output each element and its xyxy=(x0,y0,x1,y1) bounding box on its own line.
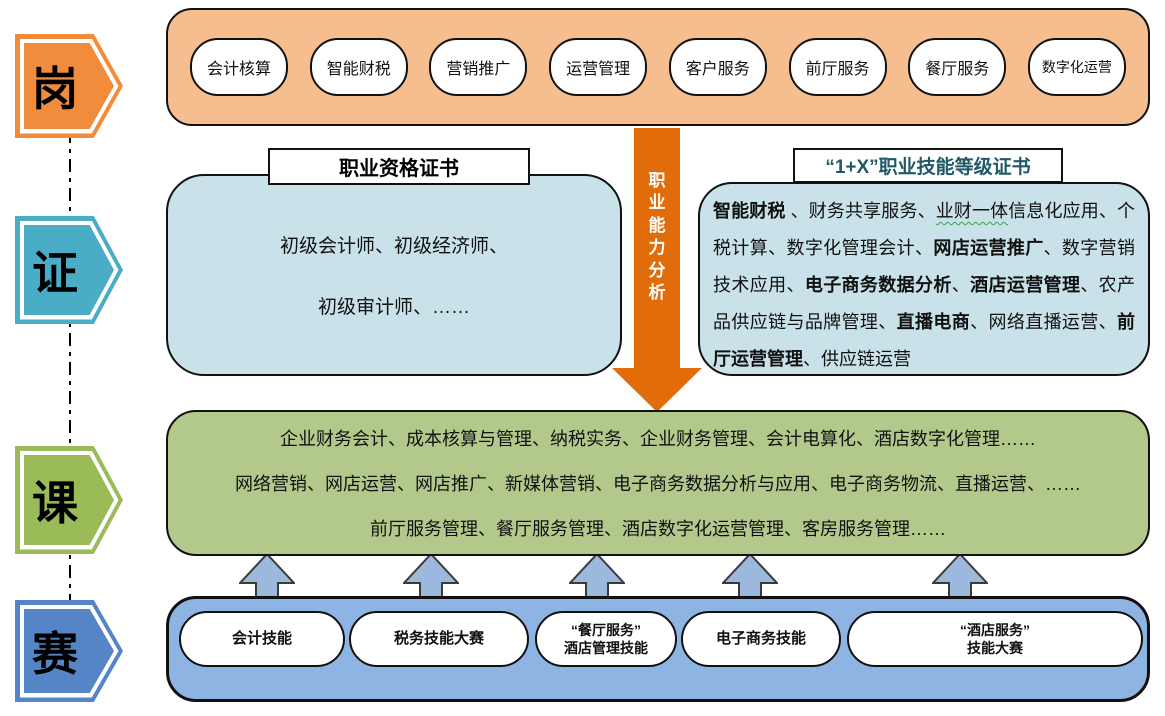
competitions-bar: 会计技能 税务技能大赛 “餐厅服务” 酒店管理技能 电子商务技能 “酒店服务” … xyxy=(166,596,1150,702)
cert-right-segment: 、供应链运营 xyxy=(803,349,911,369)
up-arrow-icon xyxy=(569,553,625,599)
competition-pill-label: “酒店服务” xyxy=(960,621,1030,638)
courses-line: 企业财务会计、成本核算与管理、纳税实务、企业财务管理、会计电算化、酒店数字化管理… xyxy=(280,429,1036,449)
competition-pill-label: 酒店管理技能 xyxy=(564,640,648,656)
job-pill: 会计核算 xyxy=(190,38,288,96)
cert-right-segment: 、 xyxy=(951,275,971,295)
competition-pill: 电子商务技能 xyxy=(681,611,841,667)
cert-right-segment: 信息化应用、个税计算、数字化管理会计、 xyxy=(713,201,1136,258)
cert-right-title: “1+X”职业技能等级证书 xyxy=(793,148,1063,183)
competition-pill-label: 会计技能 xyxy=(231,630,292,648)
competition-pill-label: “餐厅服务” xyxy=(571,621,641,638)
job-pill: 营销推广 xyxy=(429,38,528,96)
up-arrow-icon xyxy=(403,553,459,599)
cert-right-segment: 、财务共享服务、 xyxy=(785,201,936,221)
cert-right-segment: 直播电商 xyxy=(896,312,971,332)
courses-line: 网络营销、网店运营、网店推广、新媒体营销、电子商务数据分析与应用、电子商务物流、… xyxy=(235,474,1081,494)
cert-left-line: 初级会计师、初级经济师、 xyxy=(279,236,508,257)
analysis-arrow-label: 职业能力分析 xyxy=(648,171,666,303)
up-arrow-icon xyxy=(932,553,988,599)
badge-label: 课 xyxy=(32,477,78,529)
badge-label: 证 xyxy=(32,247,78,299)
cert-right-segment: 网店运营推广 xyxy=(933,238,1044,258)
cert-right-segment: 、网络直播运营、 xyxy=(970,312,1118,332)
job-pill: 数字化运营 xyxy=(1027,38,1126,96)
cert-right-segment: 电子商务数据分析 xyxy=(804,275,952,295)
competition-pill: 税务技能大赛 xyxy=(349,611,529,667)
job-pill: 客户服务 xyxy=(668,38,767,96)
courses-box: 企业财务会计、成本核算与管理、纳税实务、企业财务管理、会计电算化、酒店数字化管理… xyxy=(166,410,1150,556)
job-pill: 运营管理 xyxy=(549,38,648,96)
cert-right-segment: 智能财税 xyxy=(713,201,786,221)
competition-pill-label: 技能大赛 xyxy=(967,640,1023,656)
cert-left-title: 职业资格证书 xyxy=(268,148,530,185)
cert-right-segment: 酒店运营管理 xyxy=(970,275,1081,295)
cert-right-box: 智能财税 、财务共享服务、业财一体信息化应用、个税计算、数字化管理会计、网店运营… xyxy=(698,182,1150,376)
competition-pill: “餐厅服务” 酒店管理技能 xyxy=(535,611,677,667)
cert-right-segment: 、数字营销技术应用、 xyxy=(713,238,1136,295)
badge-label: 赛 xyxy=(32,628,78,680)
cert-left-box: 初级会计师、初级经济师、 初级审计师、…… xyxy=(166,174,622,376)
competition-pill: 会计技能 xyxy=(179,611,345,667)
cert-left-line: 初级审计师、…… xyxy=(317,297,470,318)
analysis-arrow-shaft: 职业能力分析 xyxy=(634,128,680,368)
up-arrow-icon xyxy=(722,553,778,599)
badge-label: 岗 xyxy=(32,63,78,115)
up-arrow-icon xyxy=(239,553,295,599)
job-pill: 餐厅服务 xyxy=(908,38,1007,96)
courses-line: 前厅服务管理、餐厅服务管理、酒店数字化运营管理、客房服务管理…… xyxy=(370,519,946,539)
jobs-bar: 会计核算 智能财税 营销推广 运营管理 客户服务 前厅服务 餐厅服务 数字化运营 xyxy=(166,8,1150,126)
competition-pill-label: 电子商务技能 xyxy=(715,630,806,648)
competition-pill: “酒店服务” 技能大赛 xyxy=(847,611,1143,667)
cert-right-segment: 前厅运营管理 xyxy=(713,312,1136,369)
competition-pill-label: 税务技能大赛 xyxy=(393,630,484,648)
dash-dot-connector xyxy=(69,130,71,608)
cert-right-text: 智能财税 、财务共享服务、业财一体信息化应用、个税计算、数字化管理会计、网店运营… xyxy=(713,193,1135,378)
job-pill: 智能财税 xyxy=(309,38,408,96)
cert-right-segment: 业财一体 xyxy=(935,201,1009,221)
job-pill: 前厅服务 xyxy=(788,38,887,96)
analysis-arrow-head-icon xyxy=(612,368,702,412)
cert-right-segment: 、农产品供应链与品牌管理、 xyxy=(713,275,1136,332)
